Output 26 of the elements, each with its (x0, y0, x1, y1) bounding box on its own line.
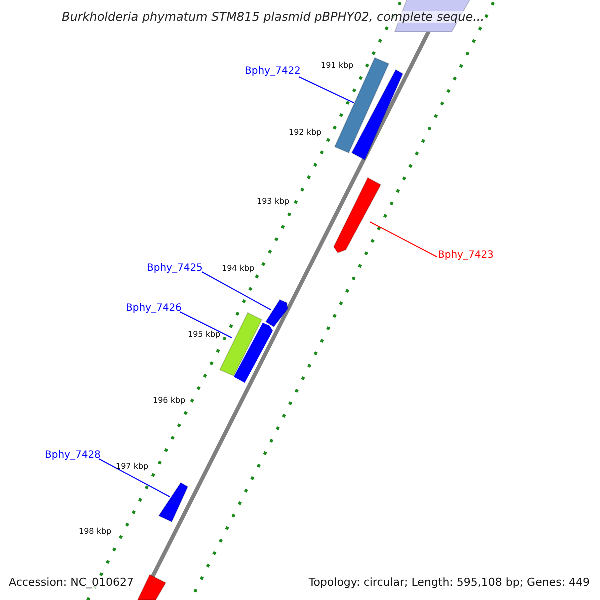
tick-label: 194 kbp (222, 265, 255, 273)
leader-line (202, 272, 272, 310)
gene-label: Bphy_7422 (245, 67, 301, 77)
leader-line (298, 76, 354, 104)
gene-arrow (334, 57, 390, 154)
tick-label: 195 kbp (188, 331, 221, 339)
tick-label: 196 kbp (153, 397, 186, 405)
tick-label: 191 kbp (321, 62, 354, 70)
tick-label: 192 kbp (289, 129, 322, 137)
leader-line (98, 458, 170, 498)
leader-line (370, 222, 438, 258)
tick-label: 197 kbp (116, 463, 149, 471)
tick-label: 193 kbp (257, 198, 290, 206)
gene-arrow (219, 312, 263, 377)
gene-label: Bphy_7423 (438, 251, 494, 261)
gene-arrow (265, 299, 289, 328)
accession-text: Accession: NC_010627 (9, 577, 134, 588)
gene-label: Bphy_7426 (126, 304, 182, 314)
summary-text: Topology: circular; Length: 595,108 bp; Genes: 449 (308, 577, 590, 588)
diagram-title: Burkholderia phymatum STM815 plasmid pBPHY02, complete seque... (62, 11, 485, 23)
gene-label: Bphy_7425 (147, 264, 203, 274)
gene-arrow (333, 177, 382, 254)
tick-label: 198 kbp (79, 528, 112, 536)
gene-arrow (158, 482, 189, 523)
leader-line (180, 312, 232, 338)
gene-label: Bphy_7428 (45, 451, 101, 461)
